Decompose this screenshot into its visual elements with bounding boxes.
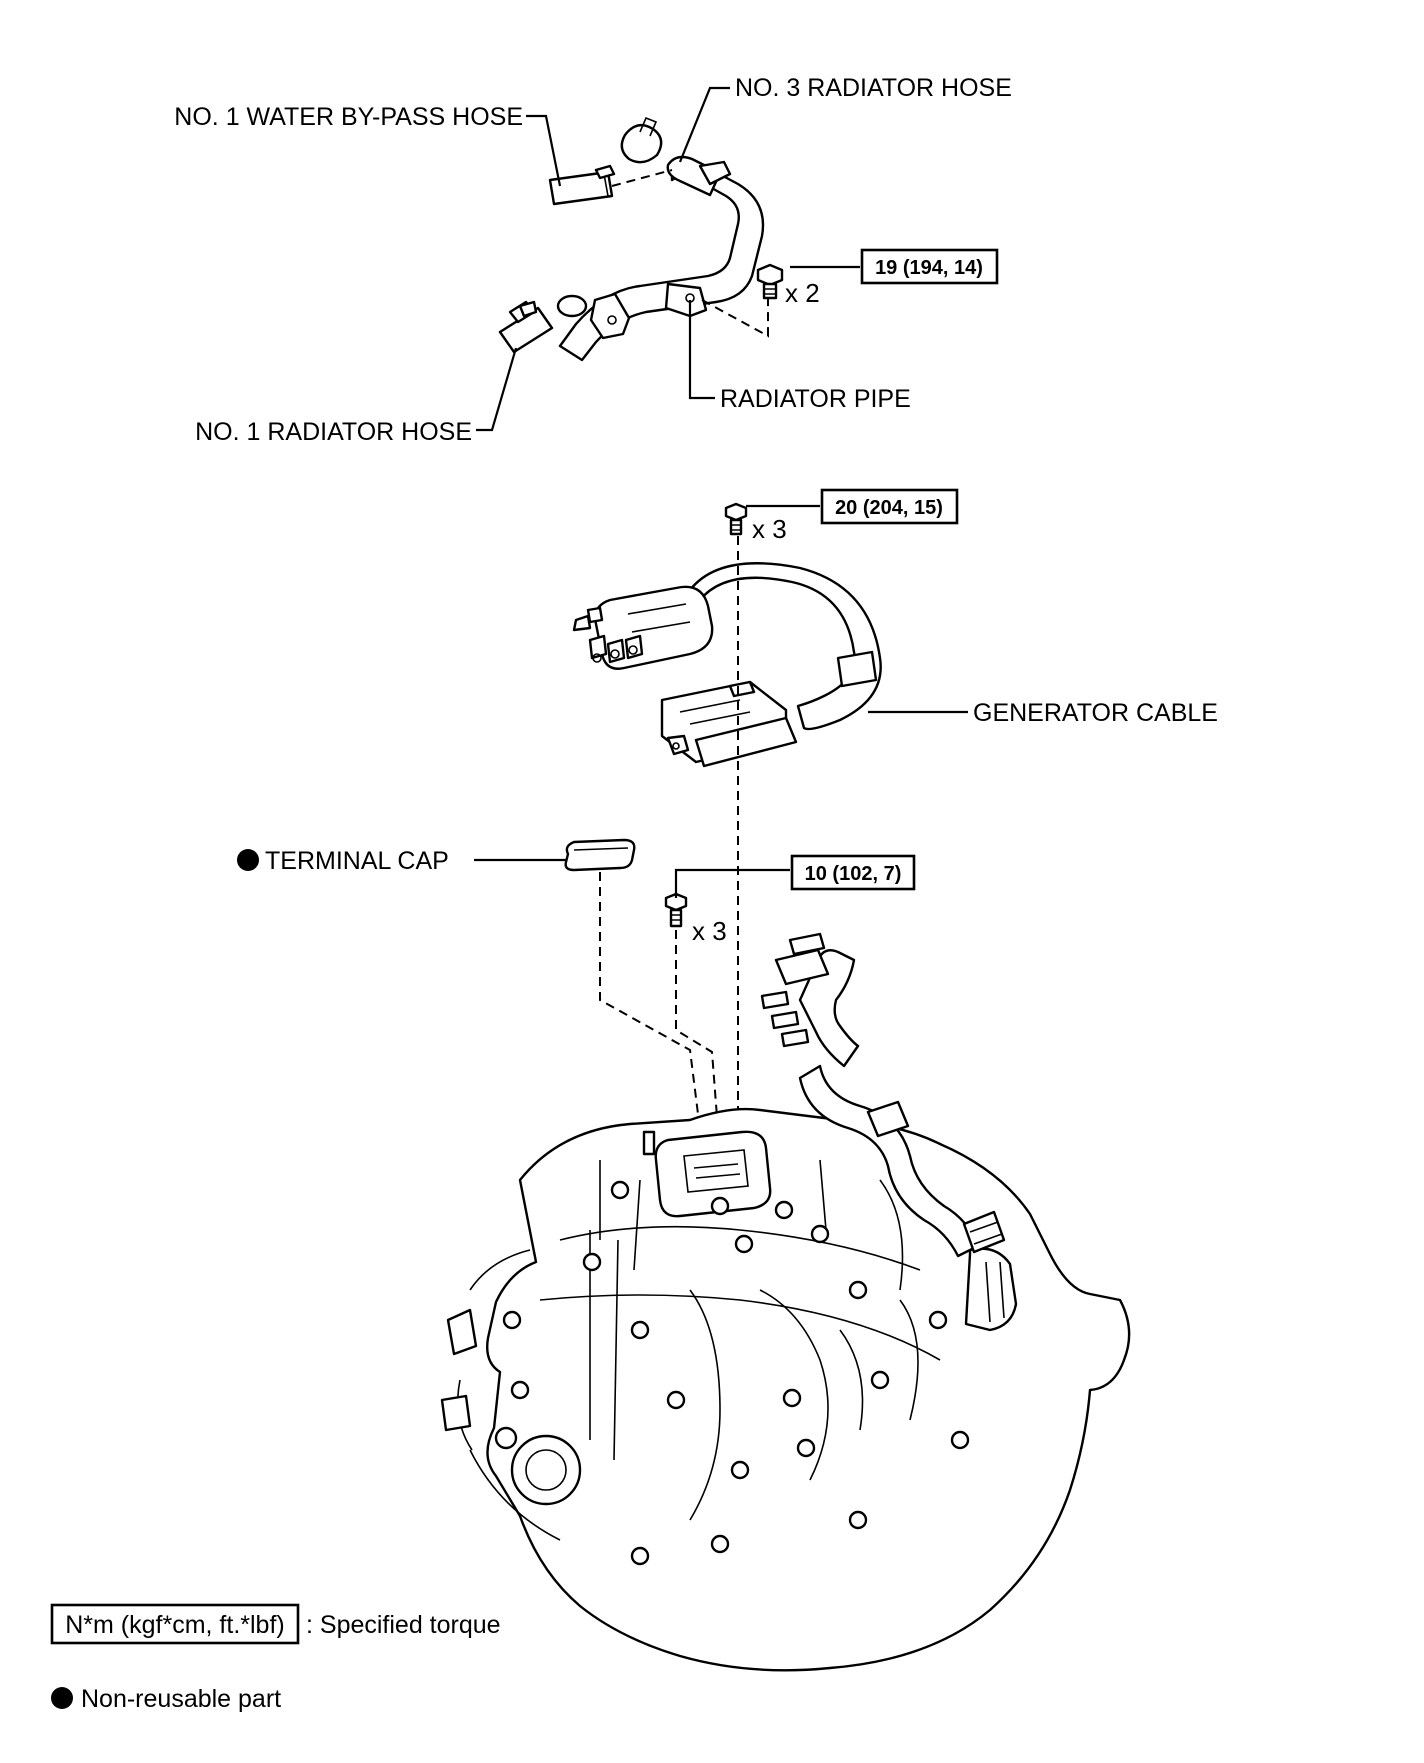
label-radiator-hose-3: NO. 3 RADIATOR HOSE	[735, 74, 1012, 102]
torque-value-radiator-pipe: 19 (194, 14)	[875, 257, 983, 279]
label-generator-cable: GENERATOR CABLE	[973, 699, 1218, 727]
qty-radiator-pipe-bolt: x 2	[785, 278, 820, 308]
bolt-icon	[756, 263, 784, 300]
transaxle-harness	[760, 932, 1006, 1258]
torque-box-cable	[820, 488, 959, 525]
nonreusable-dot-icon	[237, 849, 259, 871]
torque-value-cap: 10 (102, 7)	[805, 863, 902, 885]
hybrid-transaxle	[440, 1107, 1131, 1672]
label-radiator-hose-1: NO. 1 RADIATOR HOSE	[195, 418, 472, 446]
qty-cable-bolt: x 3	[752, 514, 787, 544]
label-radiator-pipe: RADIATOR PIPE	[720, 385, 911, 413]
qty-cap-bolt: x 3	[692, 916, 727, 946]
legend-torque-unit: N*m (kgf*cm, ft.*lbf)	[65, 1611, 284, 1639]
bolt-icon	[664, 892, 688, 928]
torque-value-cable: 20 (204, 15)	[835, 497, 943, 519]
legend-torque-box	[50, 1603, 300, 1645]
label-terminal-cap: TERMINAL CAP	[265, 847, 449, 875]
radiator-pipe-assembly	[498, 116, 784, 362]
legend-nonreusable-desc: Non-reusable part	[81, 1685, 281, 1713]
label-water-bypass-hose: NO. 1 WATER BY-PASS HOSE	[174, 103, 523, 131]
nonreusable-dot-icon	[51, 1687, 73, 1709]
legend: N*m (kgf*cm, ft.*lbf) : Specified torque…	[50, 1603, 501, 1713]
terminal-cap	[564, 838, 636, 872]
torque-box-cap	[790, 854, 916, 891]
torque-box-radiator-pipe	[860, 248, 999, 285]
bolt-icon	[724, 502, 748, 536]
legend-torque-desc: : Specified torque	[306, 1611, 501, 1639]
generator-cable	[572, 562, 882, 768]
